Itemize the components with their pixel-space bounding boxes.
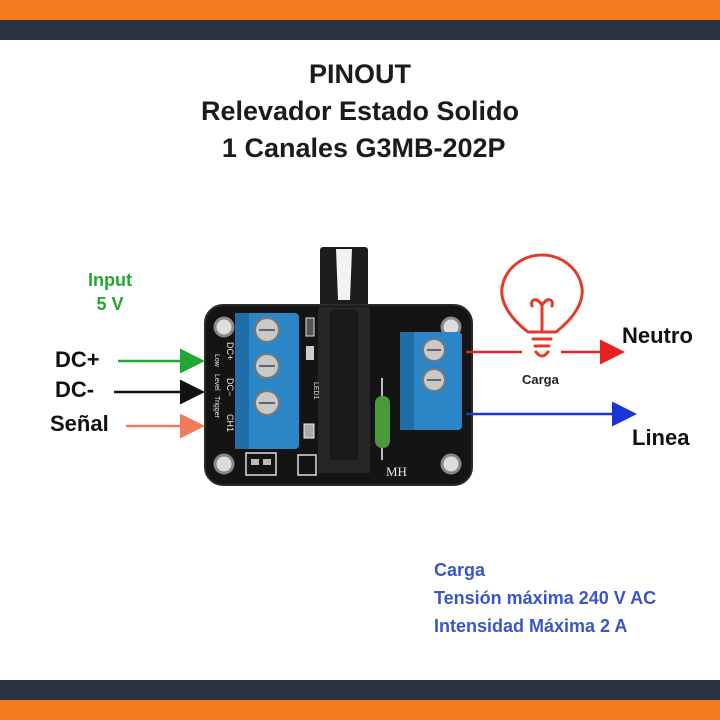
silk-dc-plus: DC+ (225, 342, 235, 360)
silk-ch1: CH1 (225, 414, 235, 432)
load-label: Carga (522, 372, 559, 387)
input-voltage-label: Input 5 V (70, 270, 150, 315)
silk-led: LED1 (312, 382, 319, 400)
specs-voltage: Tensión máxima 240 V AC (434, 588, 657, 608)
load-terminal-block (400, 332, 462, 430)
output-neutral-label: Neutro (622, 323, 693, 348)
top-dark-bar (0, 20, 720, 40)
smd-led (306, 346, 314, 360)
title-line-2: Relevador Estado Solido (200, 96, 520, 126)
pin-signal-label: Señal (50, 411, 109, 436)
specs-heading: Carga (434, 560, 486, 580)
smd-diode (303, 423, 315, 439)
fuse-component (375, 378, 390, 460)
silk-low: Low (213, 354, 220, 368)
page-title: PINOUT Relevador Estado Solido 1 Canales… (0, 56, 720, 167)
smd-transistor-outline (245, 452, 277, 476)
specs-current: Intensidad Máxima 2 A (434, 616, 628, 636)
top-orange-bar (0, 0, 720, 20)
bottom-orange-bar (0, 700, 720, 720)
title-line-3: 1 Canales G3MB-202P (214, 133, 506, 163)
smd-resistor (305, 317, 315, 337)
load-specs: Carga Tensión máxima 240 V AC Intensidad… (434, 556, 656, 640)
mount-hole-bottom-left (213, 453, 235, 475)
silk-level: Level (213, 374, 220, 391)
light-bulb-icon (500, 253, 584, 358)
silk-dc-minus: DC− (225, 378, 235, 396)
mount-hole-bottom-right (440, 453, 462, 475)
input-label-line-1: Input (88, 270, 132, 290)
pin-dc-minus-label: DC- (55, 377, 95, 402)
input-terminal-block (235, 313, 299, 449)
relay-heatsink-tab (320, 247, 368, 307)
relay-board: DC+ DC− CH1 Low Level Trigger LED1 MH (204, 304, 473, 486)
output-line-label: Linea (632, 425, 690, 450)
title-line-1: PINOUT (308, 59, 411, 89)
smd-resistor-2 (297, 454, 317, 476)
pin-dc-plus-label: DC+ (55, 347, 100, 372)
mount-hole-top-left (213, 316, 235, 338)
silk-trigger: Trigger (213, 396, 220, 419)
input-label-line-2: 5 V (96, 294, 124, 314)
silk-mh: MH (386, 464, 407, 479)
bottom-dark-bar (0, 680, 720, 700)
